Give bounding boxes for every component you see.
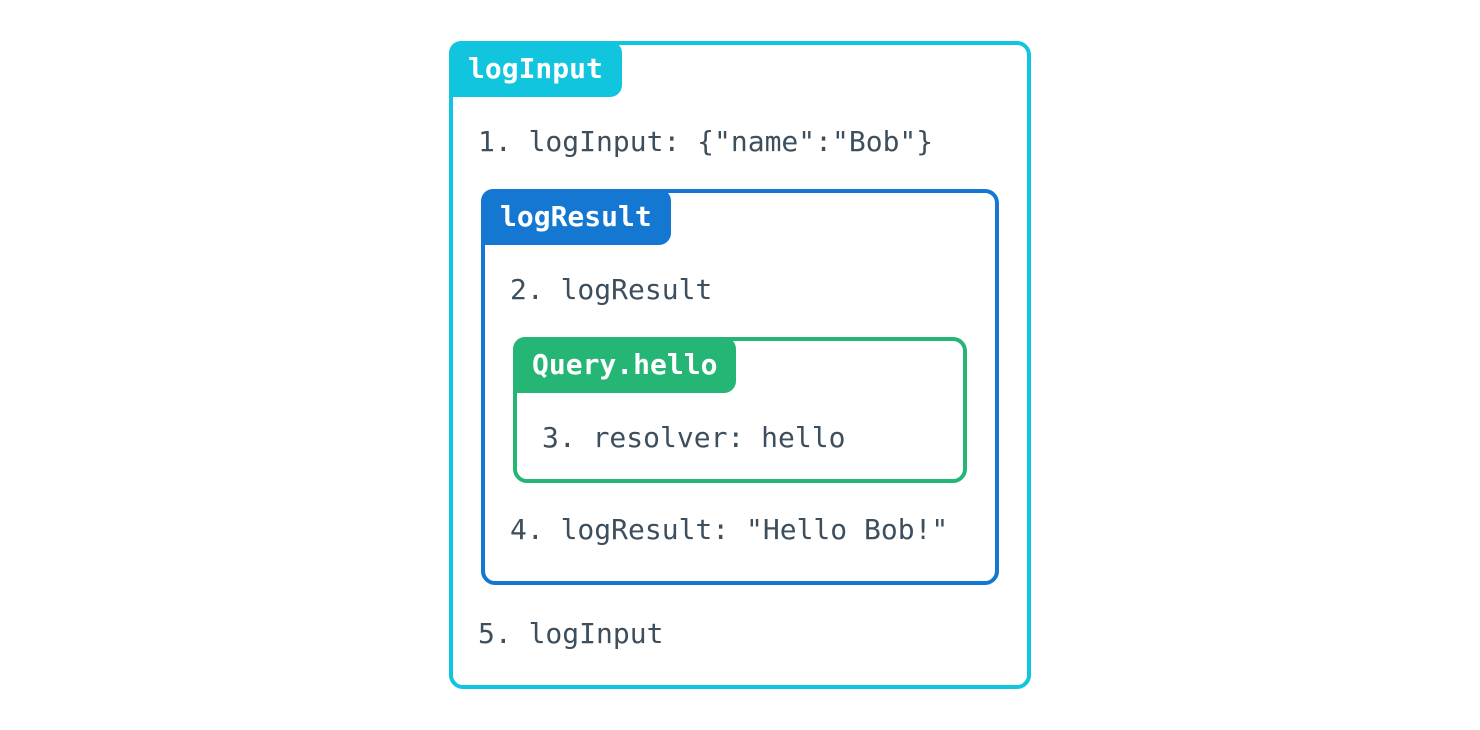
logresult-label-tab: logResult: [481, 189, 671, 245]
resolver-label-tab: Query.hello: [513, 337, 737, 393]
loginput-middleware-box: logInput 1. logInput: {"name":"Bob"} log…: [449, 41, 1031, 689]
loginput-label-tab: logInput: [449, 41, 622, 97]
resolver-box: Query.hello 3. resolver: hello: [513, 337, 967, 483]
logresult-middleware-box: logResult 2. logResult Query.hello 3. re…: [481, 189, 999, 585]
step-2-logresult-before: 2. logResult: [510, 273, 713, 306]
step-5-loginput-after: 5. logInput: [478, 617, 664, 650]
step-3-resolver: 3. resolver: hello: [542, 421, 846, 454]
step-4-logresult-after: 4. logResult: "Hello Bob!": [510, 513, 949, 546]
step-1-loginput-before: 1. logInput: {"name":"Bob"}: [478, 125, 934, 158]
